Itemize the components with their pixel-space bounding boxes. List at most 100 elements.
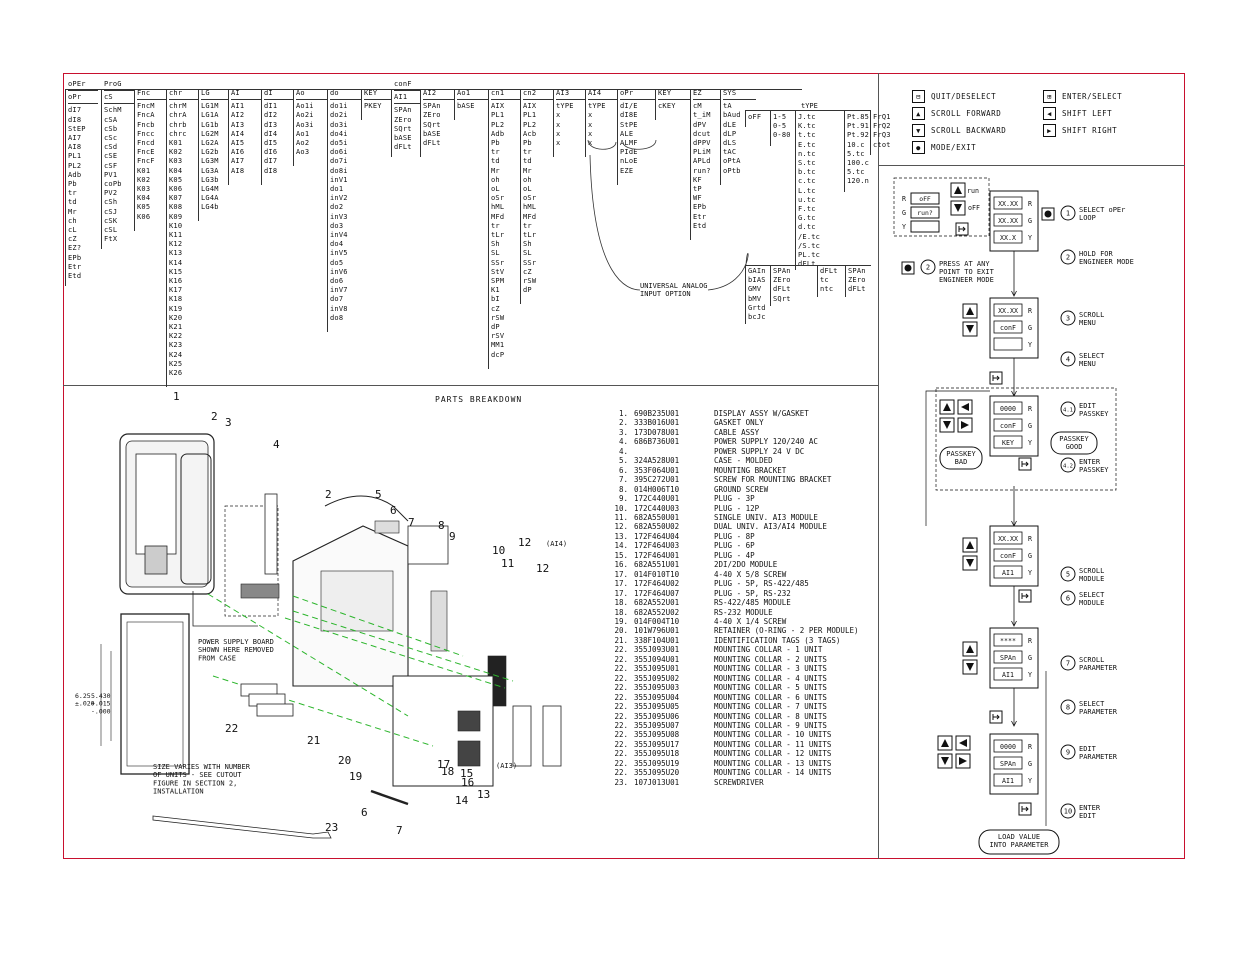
- alignment-line: [284, 617, 506, 689]
- legend-item: ▶SHIFT RIGHT: [1043, 124, 1117, 137]
- part-number: 22.: [614, 720, 628, 730]
- part-code: 107J013U01: [634, 777, 680, 787]
- menu-item: inV3: [330, 212, 348, 221]
- part-description: DISPLAY ASSY W/GASKET: [714, 409, 809, 418]
- menu-item: PV1: [104, 170, 118, 179]
- display-window: [993, 650, 1023, 664]
- legend-label: SHIFT LEFT: [1062, 109, 1113, 118]
- part-code: 682A551U01: [634, 560, 680, 570]
- part-code: 682A550U02: [634, 522, 680, 532]
- menu-item: ZEro: [394, 115, 412, 124]
- menu-item: PL2: [523, 120, 537, 129]
- part-code: 355J095U20: [634, 768, 680, 778]
- part-callout: 6: [390, 504, 397, 517]
- led-label: G: [1028, 760, 1032, 768]
- cal-item: dFLt: [848, 285, 866, 294]
- menu-item: ALMF: [620, 139, 638, 148]
- menu-divider: [166, 89, 167, 387]
- part-number: 17.: [614, 569, 628, 579]
- menu-item: SPM: [491, 277, 505, 286]
- type-item: u.tc: [798, 195, 816, 204]
- step-id: 3: [1066, 315, 1070, 323]
- menu-subheader: chr: [169, 89, 199, 101]
- part-code: 172F464U03: [634, 541, 680, 551]
- menu-item: PLiM: [693, 148, 711, 157]
- menu-item: tP: [693, 185, 702, 194]
- part-callout: 7: [396, 824, 403, 837]
- led-label: Y: [1028, 777, 1032, 785]
- menu-item: inV7: [330, 286, 348, 295]
- type-item: F.tc: [798, 205, 816, 214]
- part-description: PLUG - 12P: [714, 503, 760, 513]
- mounting-bracket: [374, 520, 400, 534]
- display-value: AI1: [1002, 777, 1014, 785]
- part-code: 395C272U01: [634, 475, 680, 485]
- part-number: 22.: [614, 654, 628, 664]
- led-label: R: [902, 195, 906, 203]
- menu-item: KF: [693, 175, 702, 184]
- cal-divider: [817, 265, 818, 297]
- menu-item: AI6: [231, 148, 245, 157]
- menu-item: do5i: [330, 139, 348, 148]
- led-label: Y: [1028, 341, 1032, 349]
- menu-subheader: AI2: [423, 89, 455, 101]
- menu-items: cKEY: [658, 102, 691, 111]
- part-description: MOUNTING COLLAR - 3 UNITS: [714, 664, 827, 674]
- menu-divider: [261, 89, 262, 185]
- mounting-collar: [120, 613, 190, 775]
- menu-item: nLoE: [620, 157, 638, 166]
- display-window: [993, 565, 1023, 579]
- type-item: /S.tc: [798, 241, 821, 250]
- menu-divider: [420, 89, 421, 157]
- cal-item: GMV: [748, 285, 762, 294]
- display-window: [910, 220, 940, 233]
- part-code: 173D078U01: [634, 427, 680, 437]
- type-item: 5.tc: [847, 168, 865, 177]
- step-id: 6: [1066, 595, 1070, 603]
- menu-item: dI4: [264, 129, 278, 138]
- menu-item: K06: [169, 185, 183, 194]
- menu-item: K16: [169, 277, 183, 286]
- part-code: 355J095U05: [634, 702, 680, 712]
- menu-subheader: oPr: [68, 93, 98, 105]
- universal-label: UNIVERSAL ANALOG INPUT OPTION: [640, 282, 708, 298]
- menu-subheader: AI1: [394, 93, 421, 105]
- part-description: GROUND SCREW: [714, 484, 769, 494]
- menu-item: x: [556, 120, 561, 129]
- legend-label: SHIFT RIGHT: [1062, 126, 1118, 135]
- menu-item: EPb: [68, 253, 82, 262]
- part-callout: 9: [449, 530, 456, 543]
- part-number: 1.: [618, 409, 628, 418]
- menu-item: EZ?: [68, 244, 82, 253]
- part-code: 355J095U06: [634, 711, 680, 721]
- step-id: 2: [926, 264, 930, 272]
- menu-item: Ao1i: [296, 102, 314, 111]
- menu-item: x: [556, 111, 561, 120]
- display-value: conF: [1000, 552, 1016, 560]
- step-id: 5: [1066, 571, 1070, 579]
- type-item: S.tc: [798, 159, 816, 168]
- menu-item: SSr: [523, 258, 537, 267]
- menu-item: x: [588, 111, 593, 120]
- part-number: 4.: [618, 446, 628, 456]
- led-label: R: [1028, 405, 1032, 413]
- menu-item: K26: [169, 369, 183, 378]
- part-number: 18.: [614, 607, 628, 617]
- menu-item: LG4A: [201, 194, 219, 203]
- menu-items: PKEY: [364, 102, 392, 111]
- display-value: oFF: [919, 195, 931, 203]
- part-callout: 23: [325, 821, 338, 834]
- type-item: d.tc: [798, 223, 816, 232]
- menu-item: dI8E: [620, 111, 638, 120]
- menu-item: do8i: [330, 166, 348, 175]
- menu-item: x: [556, 129, 561, 138]
